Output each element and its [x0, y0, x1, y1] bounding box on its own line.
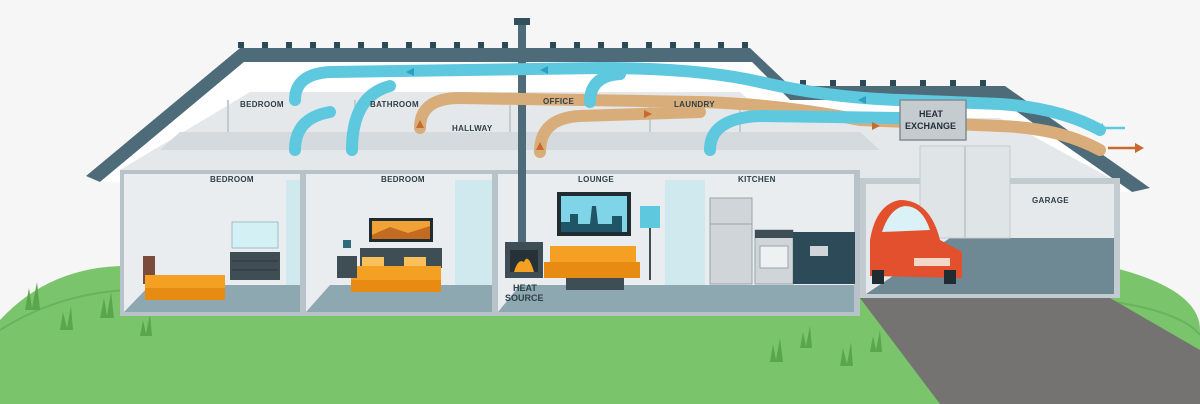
bed-icon — [143, 256, 225, 300]
wall-art — [369, 218, 433, 242]
dresser — [230, 252, 280, 280]
heat-source-label-line2: SOURCE — [505, 293, 544, 303]
car-icon — [870, 200, 962, 284]
outside-airflow-arrows — [1094, 123, 1144, 153]
room-label-bedroom-2: BEDROOM — [381, 175, 425, 184]
heat-exchange-unit — [899, 99, 967, 141]
heat-exchange-label-line2: EXCHANGE — [905, 121, 956, 131]
attic-label-bedroom: BEDROOM — [240, 100, 284, 109]
room-label-bedroom-1: BEDROOM — [210, 175, 254, 184]
fireplace-icon — [505, 242, 543, 278]
kitchen-counter — [793, 232, 855, 284]
attic-label-hallway: HALLWAY — [452, 124, 493, 133]
lamp-icon — [640, 206, 660, 280]
room-label-kitchen: KITCHEN — [738, 175, 776, 184]
vent-arrow-icon — [406, 66, 866, 104]
lamp-icon — [337, 240, 357, 278]
chimney-icon — [514, 18, 530, 244]
mirror — [231, 221, 279, 249]
fridge-icon — [709, 197, 753, 285]
tv-icon — [557, 192, 631, 236]
cool-air-ducts — [289, 61, 1106, 156]
attic-label-office: OFFICE — [543, 97, 574, 106]
bed-icon — [351, 248, 442, 292]
room-label-lounge: LOUNGE — [578, 175, 614, 184]
sofa-icon — [544, 246, 640, 290]
stove-icon — [754, 229, 794, 285]
attic-label-bathroom: BATHROOM — [370, 100, 419, 109]
heat-exchange-label-line1: HEAT — [919, 109, 943, 119]
heat-source-label-line1: HEAT — [513, 283, 537, 293]
grass-tufts — [25, 282, 882, 366]
attic-label-laundry: LAUNDRY — [674, 100, 715, 109]
driveway — [860, 298, 1200, 404]
warm-arrow-icons — [416, 110, 880, 150]
room-label-garage: GARAGE — [1032, 196, 1069, 205]
house-walls — [120, 170, 860, 316]
